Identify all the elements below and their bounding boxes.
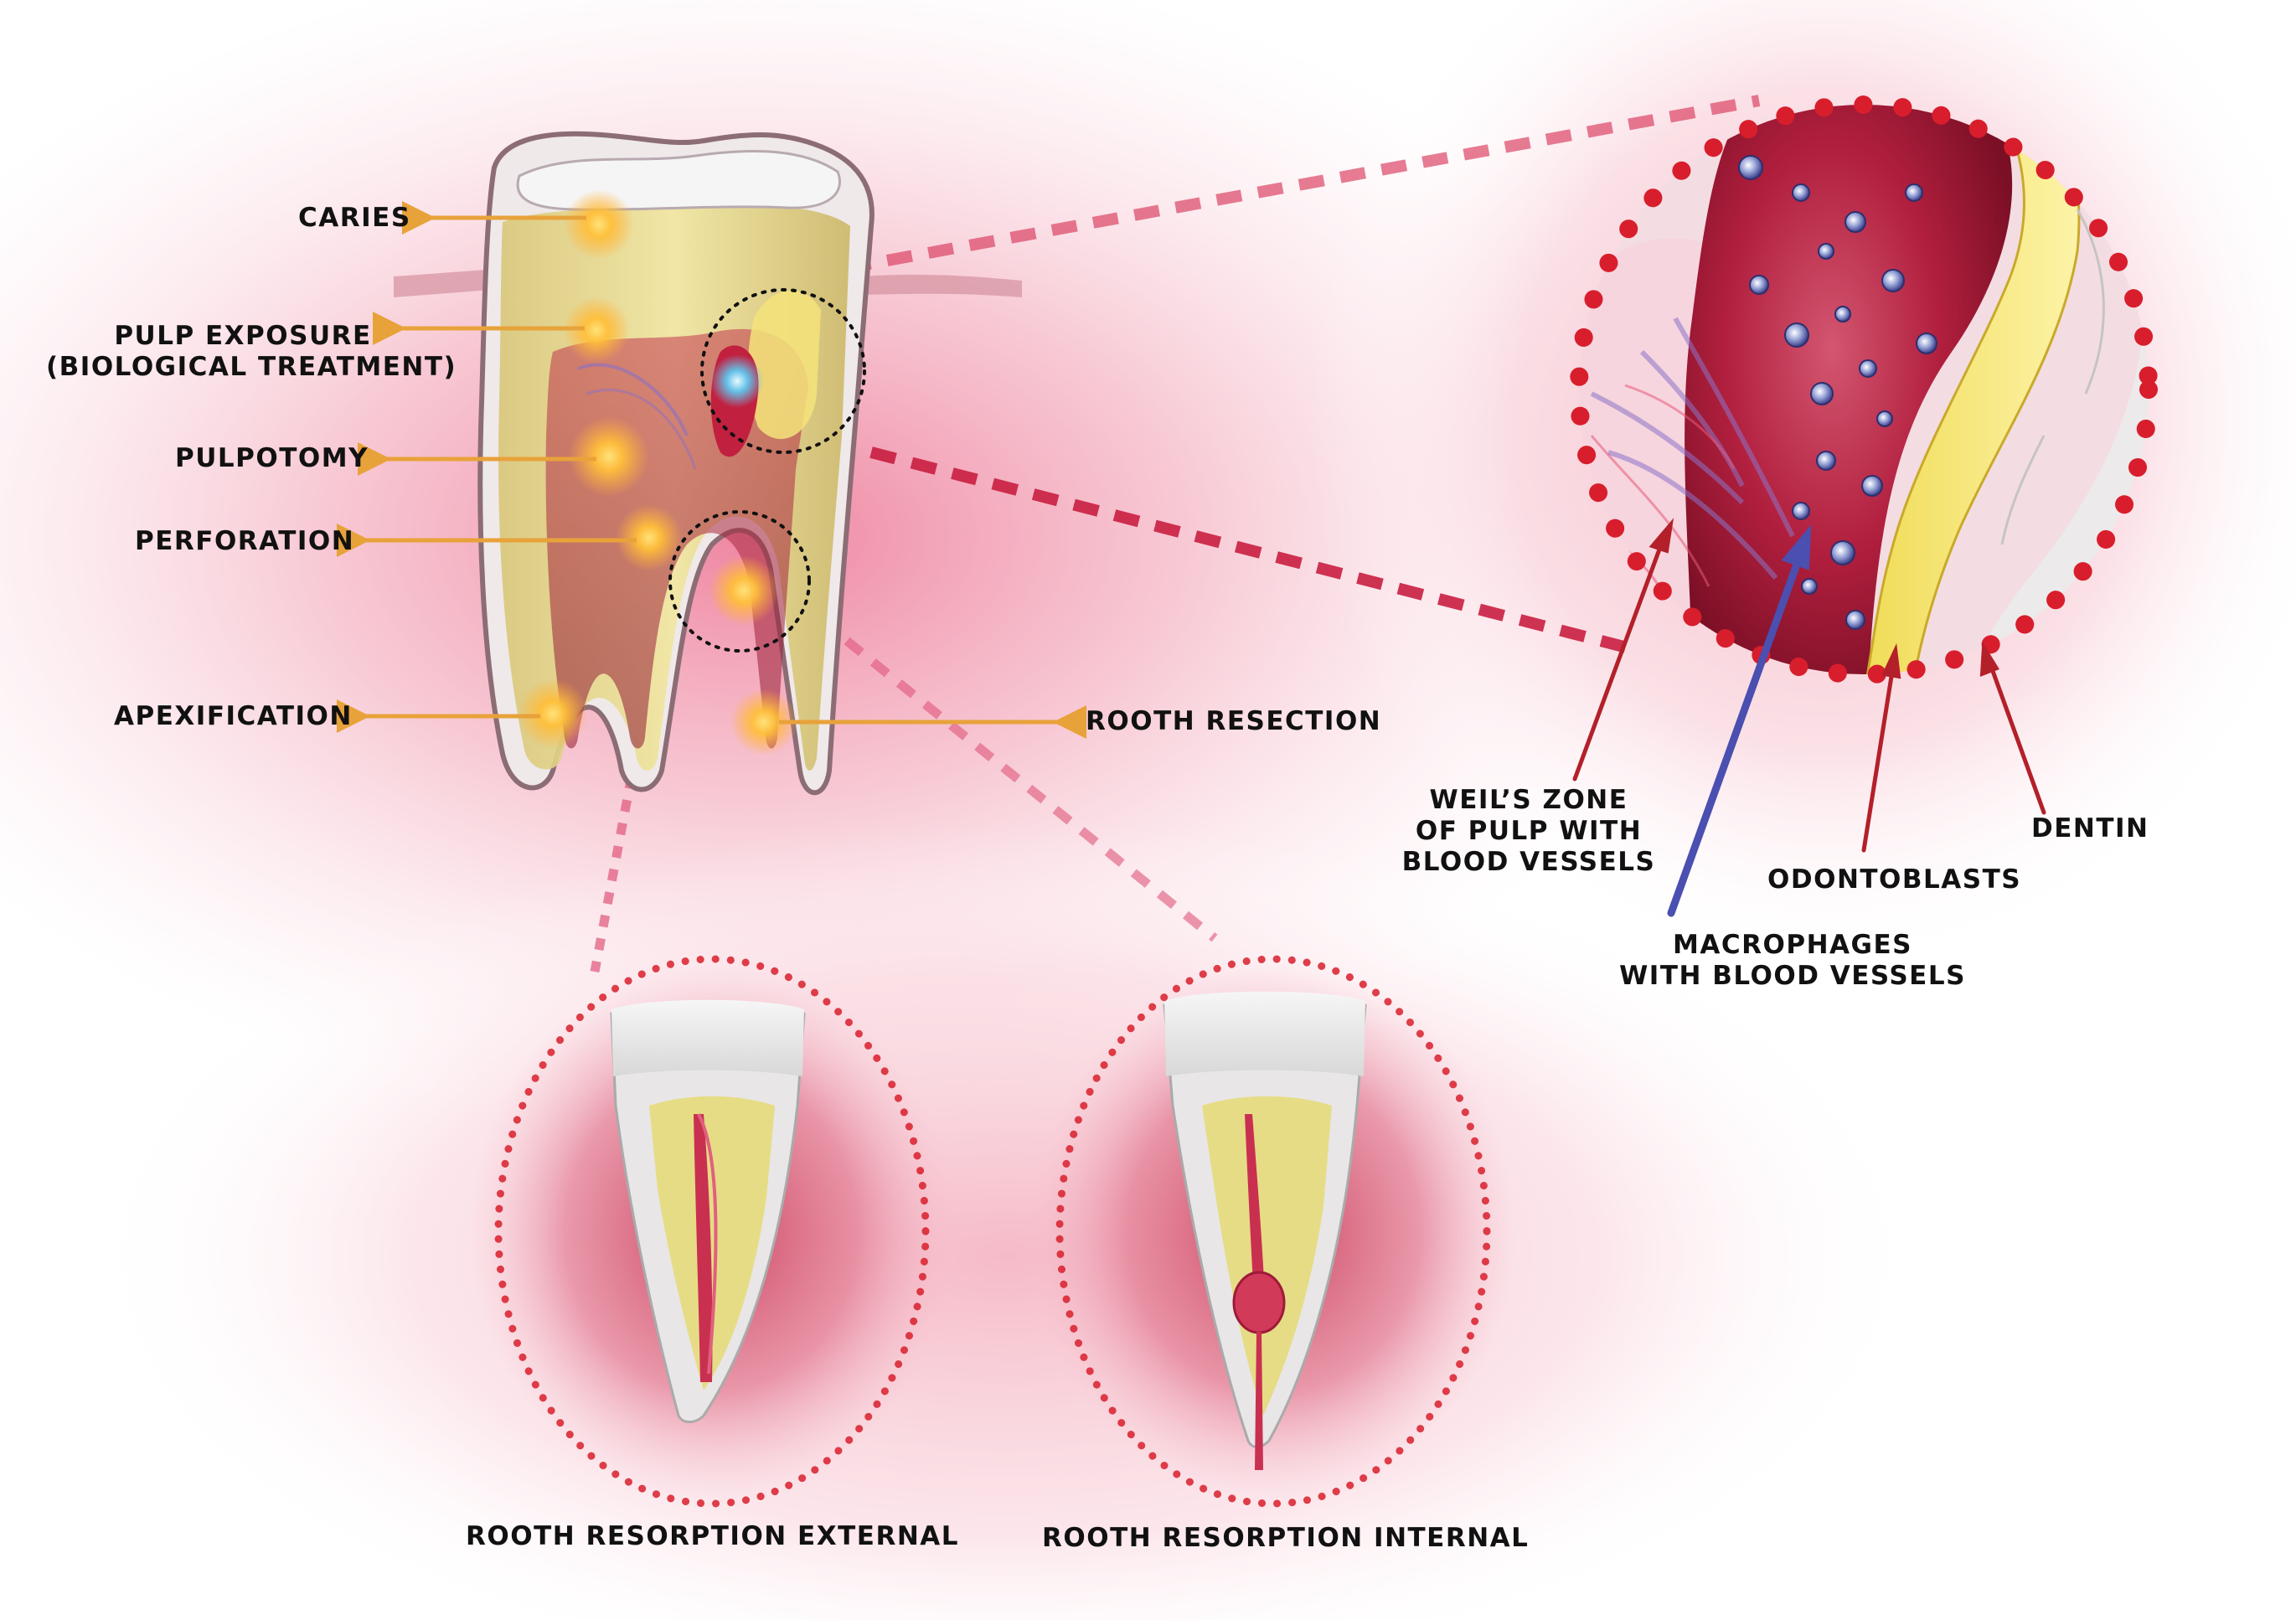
label-resorption-internal: ROOTH RESORPTION INTERNAL [1042, 1523, 1530, 1553]
label-odontoblasts: ODONTOBLASTS [1767, 864, 2022, 895]
label-pulp-exposure-line-2: (BIOLOGICAL TREATMENT) [46, 352, 457, 382]
zoom-annotation-arrows [1572, 518, 2046, 917]
zoom-connector-lines [590, 95, 1761, 973]
orange-arrows [337, 201, 1086, 739]
label-weils-zone-line-2: OF PULP WITH [1415, 816, 1643, 846]
glow-point-apexification [518, 678, 588, 749]
tooth-focus-circles [668, 288, 866, 653]
label-perforation: PERFORATION [135, 526, 355, 556]
glow-point-caries [564, 189, 634, 260]
label-macrophages-line-1: MACROPHAGES [1673, 930, 1912, 960]
label-pulpotomy: PULPOTOMY [175, 443, 369, 473]
glow-point-pulpotomy [569, 416, 649, 497]
label-macrophages-line-2: WITH BLOOD VESSELS [1619, 961, 1966, 991]
arrow-macrophages [1667, 549, 1805, 917]
glow-point-rooth-resection [730, 689, 797, 756]
glow-point-pulp-exposure [563, 297, 630, 364]
resorption-external-illustration [469, 955, 955, 1508]
label-macrophages: MACROPHAGES WITH BLOOD VESSELS [1617, 930, 1968, 992]
label-rooth-resection: ROOTH RESECTION [1086, 706, 1382, 736]
label-weils-zone-line-1: WEIL’S ZONE [1429, 785, 1628, 815]
label-resorption-external: ROOTH RESORPTION EXTERNAL [466, 1521, 960, 1551]
label-pulp-exposure-line-1: PULP EXPOSURE [114, 321, 372, 351]
label-weils-zone-line-3: BLOOD VESSELS [1401, 847, 1656, 877]
label-caries: CARIES [298, 203, 411, 233]
arrow-odontoblasts [1861, 663, 1896, 853]
label-weils-zone: WEIL’S ZONE OF PULP WITH BLOOD VESSELS [1395, 785, 1663, 878]
arrow-weils-zone [1572, 538, 1665, 782]
label-apexification: APEXIFICATION [114, 701, 353, 731]
label-pulp-exposure: PULP EXPOSURE (BIOLOGICAL TREATMENT) [46, 321, 457, 383]
glow-point-blue [710, 354, 764, 408]
label-dentin: DENTIN [2031, 813, 2149, 844]
treatment-glow-points [518, 189, 797, 756]
root-tooth-icon [1163, 991, 1367, 1470]
glow-point-resorption [709, 555, 779, 626]
glow-point-perforation [616, 504, 683, 571]
macrophage-cells [1738, 155, 1937, 630]
arrow-dentin [1987, 659, 2046, 815]
zoom-circle-icon [1570, 95, 2158, 684]
root-tooth-icon [610, 999, 806, 1423]
resorption-internal-illustration [1030, 955, 1516, 1508]
